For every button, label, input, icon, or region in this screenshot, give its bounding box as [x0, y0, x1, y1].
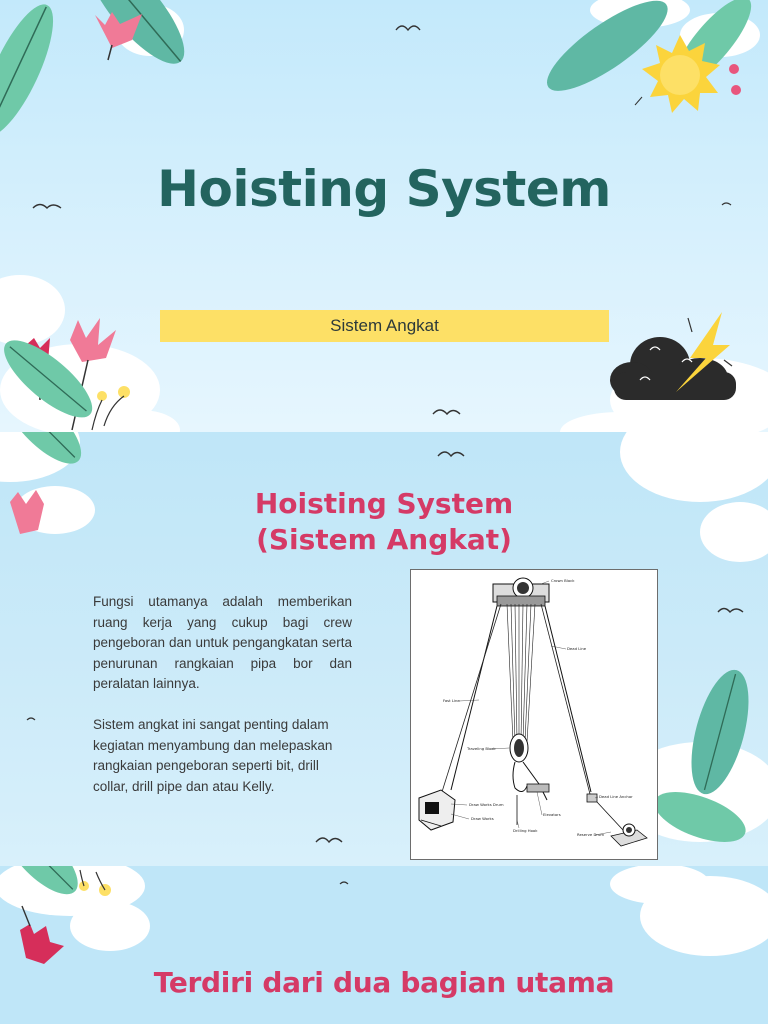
reserve-drum-icon [610, 823, 648, 847]
hoisting-diagram-figure: Crown Block Dead Line Fast Line Travelin… [418, 577, 648, 847]
label-elevators: Elevators [543, 812, 561, 817]
cloud-right [610, 866, 768, 956]
slide1-decoration [0, 0, 768, 432]
paragraph-importance: Sistem angkat ini sangat penting dalam k… [93, 717, 333, 794]
leaf-icon [87, 0, 185, 64]
tulip-icon [10, 490, 44, 534]
section-title-line2: (Sistem Angkat) [256, 523, 512, 556]
parts-title: Terdiri dari dua bagian utama [153, 966, 615, 999]
drilling-lines [506, 603, 536, 743]
bird-icon [26, 717, 36, 721]
bird-icon [721, 202, 732, 206]
traveling-block-icon [509, 733, 550, 825]
diagram-labels: Crown Block Dead Line Fast Line Travelin… [443, 578, 633, 837]
slide-content: Hoisting System (Sistem Angkat) Fungsi u… [0, 432, 768, 866]
slide3-decoration [0, 866, 768, 964]
subtitle-banner: Sistem Angkat [160, 310, 609, 342]
sun-icon [634, 35, 741, 113]
label-draw-works-drum: Draw Works Drum [469, 802, 504, 807]
tulip-icon [95, 12, 142, 61]
leaf-icon [4, 432, 82, 464]
slide-parts: Terdiri dari dua bagian utama [0, 866, 768, 1024]
bird-icon [395, 25, 421, 32]
label-traveling-block: Traveling Block [466, 746, 496, 751]
slide-title: Hoisting System Sistem Angkat [0, 0, 768, 432]
label-dead-line-anchor: Dead Line Anchor [599, 794, 633, 799]
storm-cloud-icon [610, 312, 736, 400]
label-dead-line: Dead Line [567, 646, 587, 651]
leaf-icon [547, 0, 668, 91]
label-fast-line: Fast Line [443, 698, 460, 703]
bird-icon [432, 409, 461, 416]
berry-icon [91, 386, 130, 431]
berry-icon [79, 869, 111, 896]
leaf-icon [4, 340, 93, 418]
section-title: Hoisting System (Sistem Angkat) [0, 486, 768, 558]
label-crown-block: Crown Block [551, 578, 575, 583]
leaf-icon [4, 866, 78, 895]
bird-icon [717, 607, 744, 614]
section-title-line1: Hoisting System [254, 487, 514, 520]
bird-icon [437, 451, 465, 458]
tulip-icon [20, 905, 64, 964]
hoisting-system-diagram: Crown Block Dead Line Fast Line Travelin… [410, 569, 658, 860]
leaf-icon [654, 792, 746, 842]
bird-icon [315, 837, 343, 844]
crown-block-icon [492, 577, 550, 607]
bird-icon [339, 881, 349, 885]
label-reserve-drum: Reserve Drum [577, 832, 604, 837]
leaf-icon [691, 669, 749, 795]
dead-line-anchor-icon [586, 793, 624, 831]
label-drilling-hook: Drilling Hook [513, 828, 538, 833]
page-title: Hoisting System [157, 160, 611, 218]
paragraph-function: Fungsi utamanya adalah memberikan ruang … [93, 594, 352, 692]
label-draw-works: Draw Works [471, 816, 494, 821]
leaf-icon [0, 4, 54, 137]
draw-works-icon [418, 789, 456, 831]
lightning-icon [676, 312, 730, 392]
bird-icon [32, 203, 62, 209]
